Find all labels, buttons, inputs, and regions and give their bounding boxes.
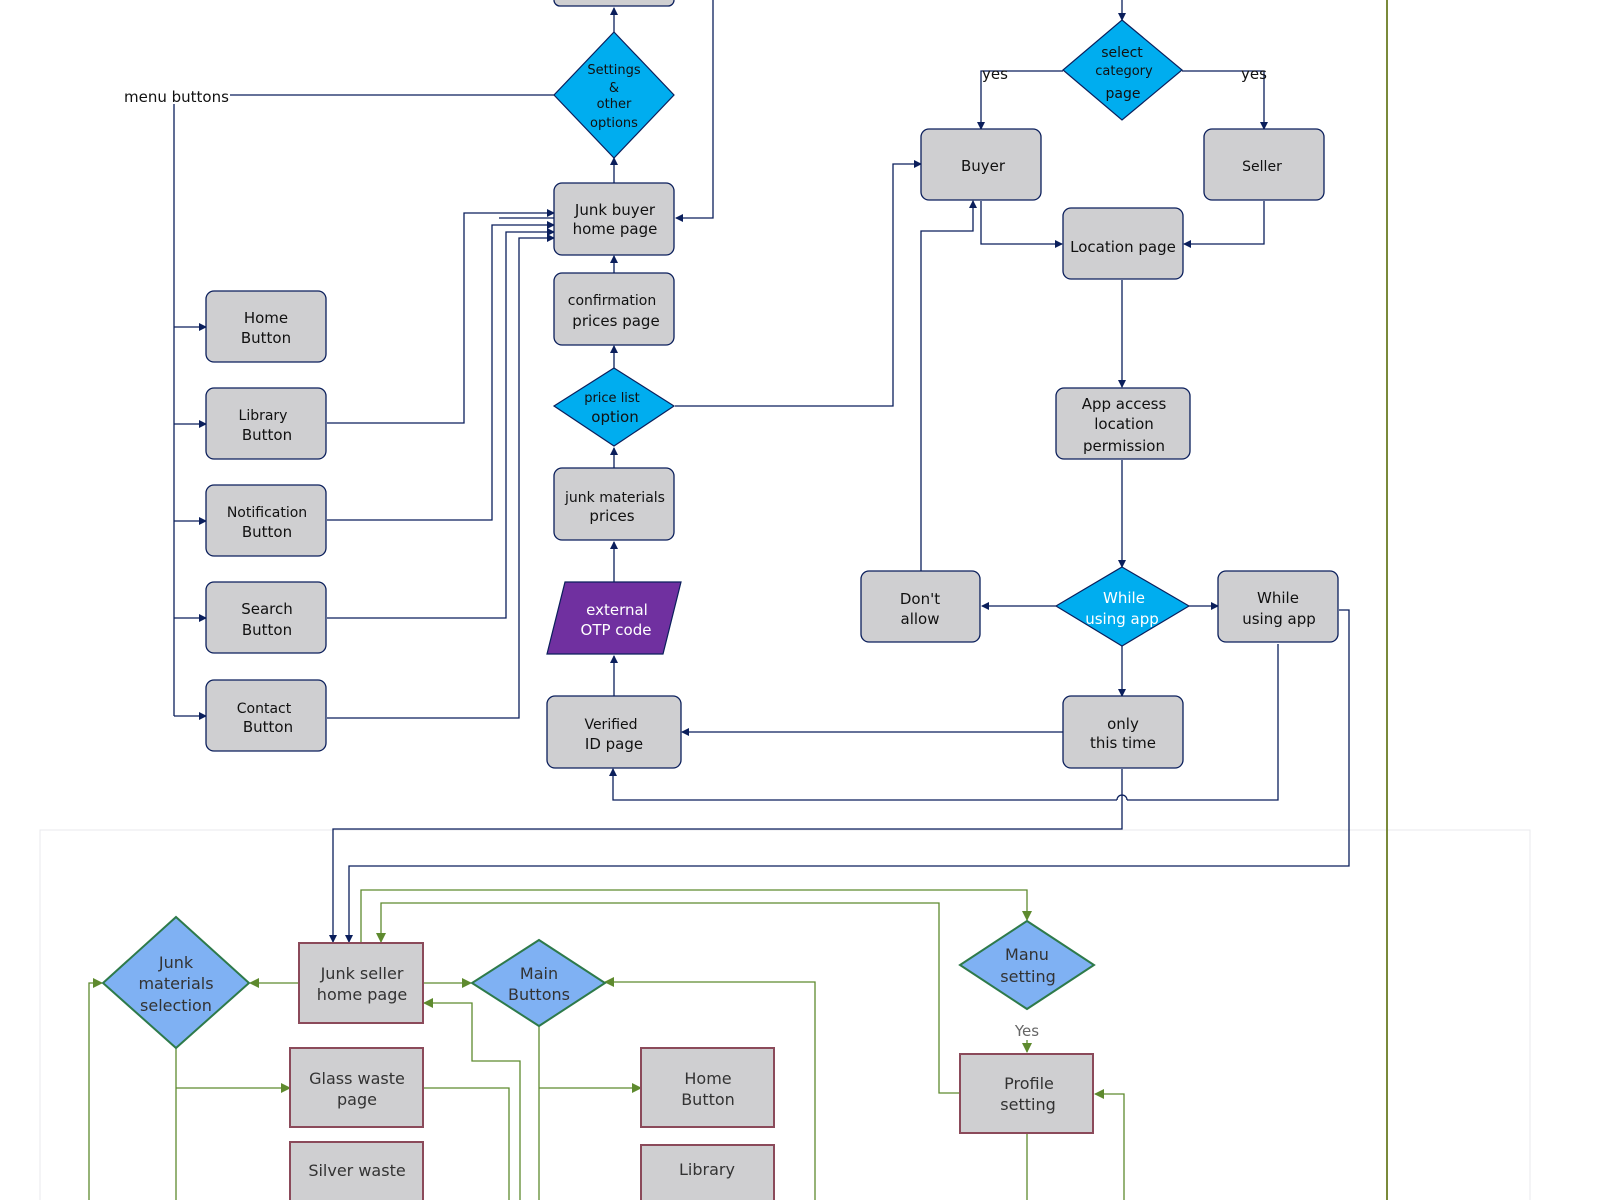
top-partial-box [553,0,675,7]
confirmation-prices-box: confirmation prices page [553,272,675,346]
yes-green-label: Yes [1014,1022,1039,1040]
svg-text:category: category [1095,64,1153,79]
main-buttons-decision: Main Buttons [470,938,607,1028]
svg-text:ID page: ID page [585,735,643,753]
only-this-time-box: only this time [1062,695,1184,769]
svg-text:options: options [590,116,638,131]
svg-text:Buyer: Buyer [961,157,1006,175]
svg-text:setting: setting [1000,967,1055,986]
svg-text:page: page [337,1090,377,1109]
library-button-box: Library Button [205,387,327,460]
svg-text:Library: Library [679,1160,735,1179]
svg-text:home page: home page [317,985,407,1004]
lower-section-panel [39,829,1531,1200]
search-button-box: Search Button [205,581,327,654]
svg-text:Settings: Settings [587,63,641,78]
home-button-2-box: Home Button [640,1047,775,1128]
svg-text:Main: Main [520,964,558,983]
menu-buttons-label: menu buttons [124,88,229,106]
svg-text:Don't: Don't [900,590,940,608]
svg-text:Buttons: Buttons [508,985,570,1004]
junk-seller-home-box: Junk seller home page [298,942,424,1024]
svg-text:Search: Search [241,600,293,618]
svg-text:Silver waste: Silver waste [308,1161,405,1180]
svg-text:option: option [591,408,638,426]
svg-text:selection: selection [140,996,212,1015]
svg-text:Verified: Verified [584,717,637,733]
svg-text:Home: Home [244,309,288,327]
svg-text:confirmation: confirmation [568,293,657,309]
glass-waste-box: Glass waste page [289,1047,424,1128]
location-page-box: Location page [1062,207,1184,280]
svg-text:Button: Button [241,329,291,347]
verified-id-box: Verified ID page [546,695,682,769]
svg-text:Button: Button [243,718,293,736]
svg-text:other: other [597,97,632,112]
svg-text:select: select [1101,45,1143,61]
silver-waste-box: Silver waste [289,1141,424,1200]
svg-text:While: While [1103,589,1145,607]
svg-text:external: external [586,601,648,619]
contact-button-box: Contact Button [205,679,327,752]
svg-text:Button: Button [242,523,292,541]
library-2-box: Library [640,1144,775,1200]
svg-text:prices: prices [589,507,634,525]
svg-text:page: page [1106,86,1141,102]
buyer-box: Buyer [920,128,1042,201]
svg-text:&: & [609,81,619,96]
svg-text:Profile: Profile [1004,1074,1054,1093]
select-category-decision: select category page [1062,19,1183,121]
svg-text:OTP code: OTP code [581,621,652,639]
svg-text:Contact: Contact [237,701,292,717]
junk-materials-selection-decision: Junk materials selection [101,915,251,1050]
while-using-decision: While using app [1054,566,1191,647]
svg-text:Button: Button [242,426,292,444]
svg-text:Home: Home [684,1069,731,1088]
svg-text:permission: permission [1083,437,1165,455]
green-connectors [88,889,1125,1200]
svg-text:allow: allow [901,610,940,628]
yes-left-label: yes [982,65,1008,83]
junk-buyer-home-box: Junk buyer home page [553,182,675,256]
profile-setting-box: Profile setting [959,1053,1094,1134]
svg-text:materials: materials [138,974,213,993]
svg-text:Library: Library [239,408,288,424]
svg-text:location: location [1094,415,1154,433]
svg-text:Glass waste: Glass waste [309,1069,405,1088]
junk-materials-prices-box: junk materials prices [553,467,675,541]
svg-text:junk materials: junk materials [564,490,665,506]
svg-text:App access: App access [1082,395,1167,413]
home-button-box: Home Button [205,290,327,363]
svg-text:price list: price list [584,391,640,406]
svg-text:prices page: prices page [572,312,659,330]
svg-text:Notification: Notification [227,505,307,521]
yes-right-label: yes [1241,65,1267,83]
dont-allow-box: Don't allow [860,570,981,643]
price-list-decision: price list option [552,367,676,447]
svg-text:setting: setting [1000,1095,1055,1114]
svg-text:Button: Button [681,1090,735,1109]
settings-decision: Settings & other options [553,31,675,159]
app-access-box: App access location permission [1055,387,1191,460]
navy-connectors [173,0,1350,943]
svg-text:Junk: Junk [158,953,194,972]
svg-text:this time: this time [1090,734,1156,752]
external-otp-parallelogram: external OTP code [546,581,682,655]
svg-text:Seller: Seller [1242,159,1282,175]
svg-text:home page: home page [573,220,658,238]
svg-text:Manu: Manu [1005,945,1049,964]
seller-box: Seller [1203,128,1325,201]
svg-text:using app: using app [1242,610,1316,628]
manu-setting-decision: Manu setting [958,919,1096,1011]
svg-text:only: only [1107,715,1139,733]
svg-text:While: While [1257,589,1299,607]
svg-text:using app: using app [1085,610,1159,628]
svg-text:Junk buyer: Junk buyer [574,201,656,219]
svg-text:Junk seller: Junk seller [320,964,404,983]
svg-text:Button: Button [242,621,292,639]
svg-text:Location page: Location page [1070,238,1176,256]
while-using-box: While using app [1217,570,1339,643]
notification-button-box: Notification Button [205,484,327,557]
